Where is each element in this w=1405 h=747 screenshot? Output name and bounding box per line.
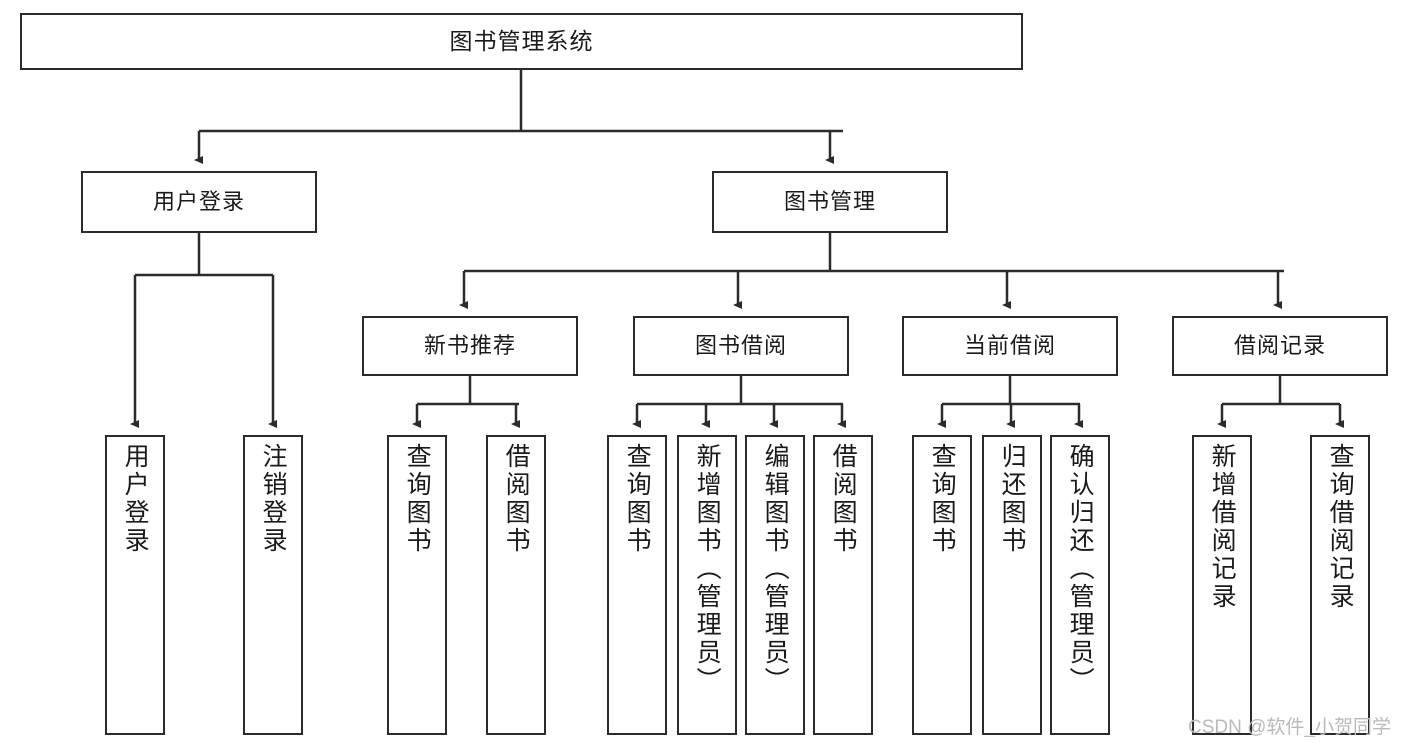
node-leaf-cur-confirm-return-label: 确认归还（管理员）: [1066, 443, 1095, 695]
node-leaf-cur-query-book[interactable]: 查询图书: [912, 435, 972, 735]
node-leaf-user-logout-label: 注销登录: [259, 443, 288, 555]
node-leaf-borrow-edit-book[interactable]: 编辑图书（管理员）: [745, 435, 805, 735]
node-leaf-rec-add-record[interactable]: 新增借阅记录: [1192, 435, 1252, 735]
node-leaf-user-login-label: 用户登录: [121, 443, 150, 555]
node-current-borrow[interactable]: 当前借阅: [902, 316, 1118, 376]
node-leaf-borrow-add-book[interactable]: 新增图书（管理员）: [677, 435, 737, 735]
node-borrow-record[interactable]: 借阅记录: [1172, 316, 1388, 376]
watermark: CSDN @软件_小贺同学: [1188, 717, 1391, 738]
node-new-book-rec[interactable]: 新书推荐: [362, 316, 578, 376]
node-leaf-rec-query-book-label: 查询图书: [403, 443, 432, 555]
node-book-manage[interactable]: 图书管理: [712, 171, 948, 233]
node-user-login[interactable]: 用户登录: [81, 171, 317, 233]
node-leaf-borrow-query-book-label: 查询图书: [623, 443, 652, 555]
node-leaf-rec-query-record[interactable]: 查询借阅记录: [1310, 435, 1370, 735]
node-leaf-rec-query-record-label: 查询借阅记录: [1326, 443, 1355, 611]
node-leaf-user-logout[interactable]: 注销登录: [243, 435, 303, 735]
node-new-book-rec-label: 新书推荐: [423, 333, 516, 359]
node-leaf-borrow-borrow-book-label: 借阅图书: [829, 443, 858, 555]
node-leaf-rec-borrow-book-label: 借阅图书: [502, 443, 531, 555]
node-leaf-cur-return-book-label: 归还图书: [998, 443, 1027, 555]
node-root-label: 图书管理系统: [449, 27, 594, 54]
node-leaf-cur-confirm-return[interactable]: 确认归还（管理员）: [1050, 435, 1110, 735]
node-book-borrow[interactable]: 图书借阅: [633, 316, 849, 376]
node-leaf-borrow-add-book-label: 新增图书（管理员）: [693, 443, 722, 695]
node-leaf-rec-query-book[interactable]: 查询图书: [387, 435, 447, 735]
node-leaf-user-login[interactable]: 用户登录: [105, 435, 165, 735]
node-borrow-record-label: 借阅记录: [1233, 333, 1326, 359]
node-leaf-cur-query-book-label: 查询图书: [928, 443, 957, 555]
node-user-login-label: 用户登录: [152, 189, 245, 215]
node-leaf-rec-add-record-label: 新增借阅记录: [1208, 443, 1237, 611]
node-root[interactable]: 图书管理系统: [20, 13, 1023, 70]
node-leaf-rec-borrow-book[interactable]: 借阅图书: [486, 435, 546, 735]
node-leaf-borrow-borrow-book[interactable]: 借阅图书: [813, 435, 873, 735]
node-leaf-cur-return-book[interactable]: 归还图书: [982, 435, 1042, 735]
node-leaf-borrow-query-book[interactable]: 查询图书: [607, 435, 667, 735]
node-book-borrow-label: 图书借阅: [694, 333, 787, 359]
node-book-manage-label: 图书管理: [783, 189, 876, 215]
node-current-borrow-label: 当前借阅: [963, 333, 1056, 359]
node-leaf-borrow-edit-book-label: 编辑图书（管理员）: [761, 443, 790, 695]
